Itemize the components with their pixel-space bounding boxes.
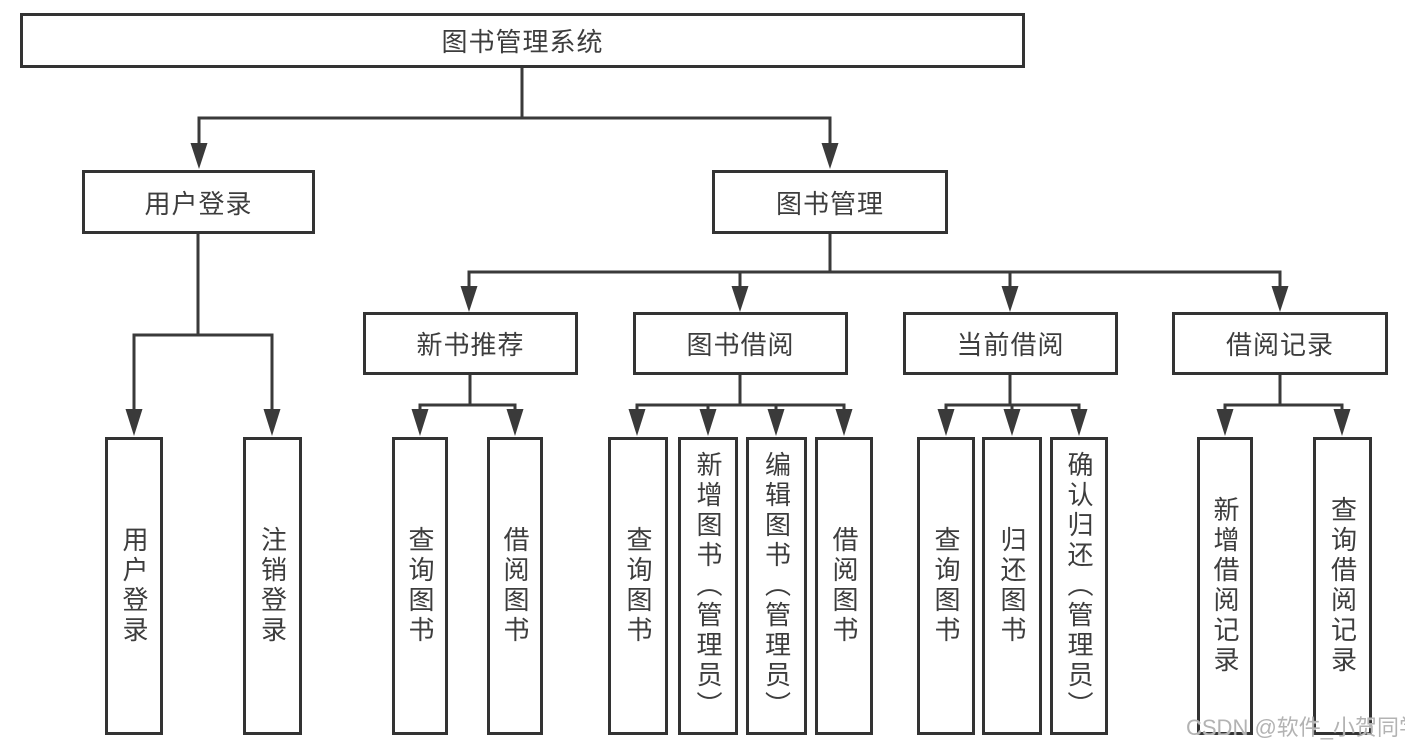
leaf-query-books-recommend: 查询图书 bbox=[392, 437, 448, 735]
leaf-query-books-recommend-label: 查询图书 bbox=[405, 526, 435, 646]
leaf-logout: 注销登录 bbox=[243, 437, 302, 735]
leaf-borrow-books-label: 借阅图书 bbox=[829, 526, 859, 646]
leaf-query-books-current-label: 查询图书 bbox=[931, 526, 961, 646]
csdn-watermark: CSDN @软件_小贺同学 bbox=[1186, 715, 1405, 740]
leaf-return-books-label: 归还图书 bbox=[997, 526, 1027, 646]
node-borrowing-records: 借阅记录 bbox=[1172, 312, 1388, 375]
node-book-borrowing-label: 图书借阅 bbox=[686, 330, 795, 360]
leaf-query-borrow-record: 查询借阅记录 bbox=[1313, 437, 1372, 735]
leaf-confirm-return-admin-label: 确认归还（管理员） bbox=[1064, 451, 1094, 721]
leaf-edit-books-admin-label: 编辑图书（管理员） bbox=[761, 451, 792, 721]
leaf-borrow-books-recommend-label: 借阅图书 bbox=[500, 526, 530, 646]
leaf-edit-books-admin: 编辑图书（管理员） bbox=[746, 437, 807, 735]
leaf-user-login: 用户登录 bbox=[105, 437, 163, 735]
node-book-management: 图书管理 bbox=[712, 170, 948, 234]
leaf-add-borrow-record-label: 新增借阅记录 bbox=[1210, 496, 1240, 676]
leaf-logout-label: 注销登录 bbox=[257, 526, 288, 646]
node-new-book-recommendation: 新书推荐 bbox=[363, 312, 578, 375]
arrowheads bbox=[125, 143, 1351, 436]
leaf-confirm-return-admin: 确认归还（管理员） bbox=[1050, 437, 1108, 735]
leaf-add-books-admin: 新增图书（管理员） bbox=[678, 437, 738, 735]
node-library-management-system: 图书管理系统 bbox=[20, 13, 1025, 68]
leaf-borrow-books: 借阅图书 bbox=[815, 437, 873, 735]
leaf-add-books-admin-label: 新增图书（管理员） bbox=[693, 451, 723, 721]
leaf-borrow-books-recommend: 借阅图书 bbox=[487, 437, 543, 735]
node-current-borrowing: 当前借阅 bbox=[903, 312, 1118, 375]
node-borrowing-records-label: 借阅记录 bbox=[1225, 330, 1334, 360]
node-book-borrowing: 图书借阅 bbox=[633, 312, 848, 375]
node-current-borrowing-label: 当前借阅 bbox=[956, 330, 1065, 360]
node-book-management-label: 图书管理 bbox=[775, 188, 884, 219]
leaf-query-books-current: 查询图书 bbox=[917, 437, 975, 735]
node-library-management-system-label: 图书管理系统 bbox=[441, 27, 604, 57]
leaf-return-books: 归还图书 bbox=[982, 437, 1042, 735]
leaf-query-books-borrow: 查询图书 bbox=[608, 437, 668, 735]
leaf-add-borrow-record: 新增借阅记录 bbox=[1197, 437, 1253, 735]
leaf-query-borrow-record-label: 查询借阅记录 bbox=[1327, 496, 1358, 676]
leaf-query-books-borrow-label: 查询图书 bbox=[623, 526, 653, 646]
node-new-book-recommendation-label: 新书推荐 bbox=[416, 330, 525, 360]
node-user-login-label: 用户登录 bbox=[144, 188, 253, 219]
leaf-user-login-label: 用户登录 bbox=[119, 526, 149, 646]
node-user-login: 用户登录 bbox=[82, 170, 315, 234]
